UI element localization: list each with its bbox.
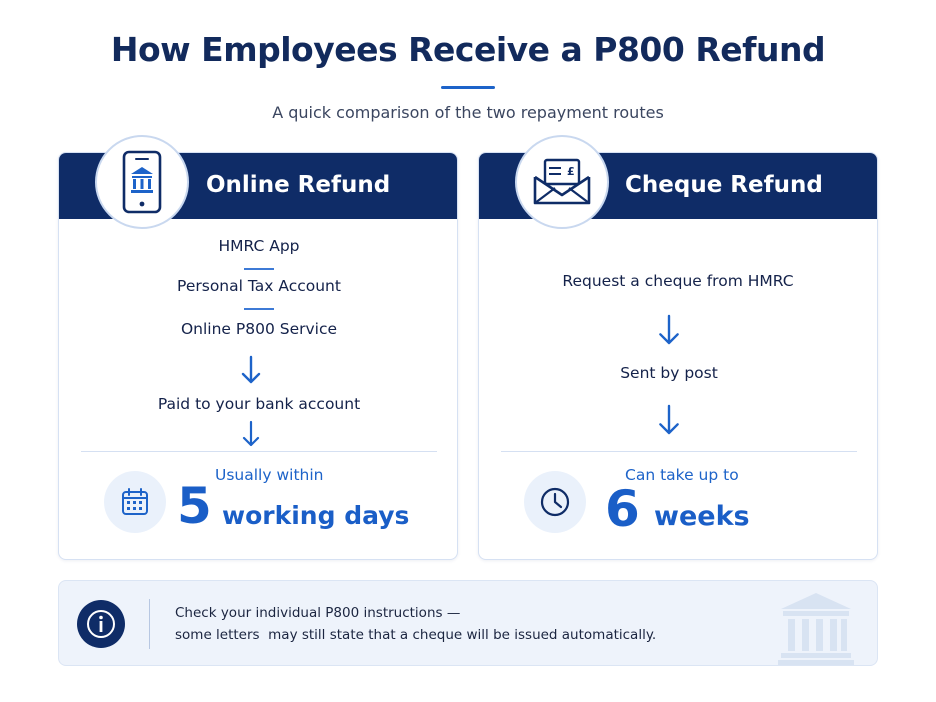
cheque-time-prefix: Can take up to xyxy=(625,466,739,484)
info-icon xyxy=(77,600,125,648)
online-time-unit: working days xyxy=(222,501,410,530)
online-result: Paid to your bank account xyxy=(157,395,361,413)
online-refund-title: Online Refund xyxy=(206,172,391,198)
cheque-time-number: 6 xyxy=(605,480,640,538)
option-personal-tax-account: Personal Tax Account xyxy=(177,277,341,295)
cheque-refund-title: Cheque Refund xyxy=(625,172,823,198)
note-line-1: Check your individual P800 instructions … xyxy=(175,605,461,621)
arrow-down-icon xyxy=(241,355,261,384)
online-time-number: 5 xyxy=(177,477,212,535)
arrow-down-icon xyxy=(659,314,679,345)
arrow-down-icon xyxy=(242,420,260,447)
card-divider xyxy=(81,451,437,452)
note-text: Check your individual P800 instructions … xyxy=(175,602,656,646)
calendar-icon xyxy=(104,471,166,533)
option-separator xyxy=(244,268,274,270)
cheque-step-request: Request a cheque from HMRC xyxy=(562,272,794,290)
note-line-2: some letters may still state that a cheq… xyxy=(175,627,657,643)
option-hmrc-app: HMRC App xyxy=(218,237,300,255)
online-time-prefix: Usually within xyxy=(215,466,324,484)
cheque-step-post: Sent by post xyxy=(620,364,718,382)
envelope-cheque-icon: £ xyxy=(515,135,609,229)
svg-text:£: £ xyxy=(567,165,575,178)
page-title: How Employees Receive a P800 Refund xyxy=(110,30,826,69)
info-note: Check your individual P800 instructions … xyxy=(58,580,878,666)
mobile-bank-icon xyxy=(95,135,189,229)
page-subtitle: A quick comparison of the two repayment … xyxy=(272,103,664,122)
clock-icon xyxy=(524,471,586,533)
arrow-down-icon xyxy=(659,404,679,435)
note-separator xyxy=(149,599,150,649)
government-building-icon xyxy=(778,593,854,665)
option-online-p800-service: Online P800 Service xyxy=(180,320,338,338)
card-divider xyxy=(501,451,857,452)
cheque-time-unit: weeks xyxy=(654,501,750,532)
option-separator xyxy=(244,308,274,310)
title-underline xyxy=(441,86,495,89)
